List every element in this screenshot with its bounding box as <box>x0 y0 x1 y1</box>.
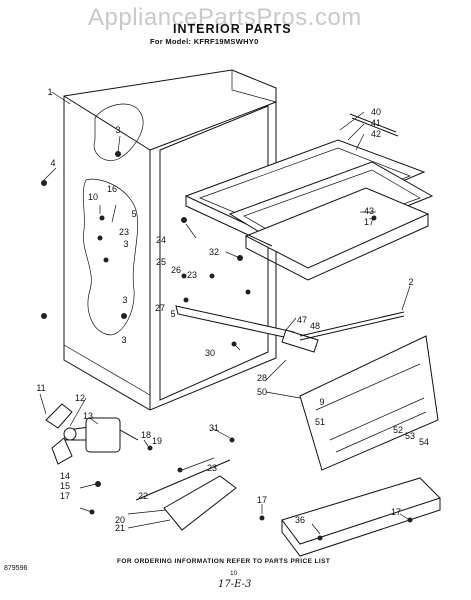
callout-part-1: 1 <box>47 87 53 97</box>
callout-part-19: 19 <box>151 436 163 446</box>
callout-part-11: 11 <box>36 383 46 393</box>
gasket-strip <box>299 311 405 341</box>
callout-part-23b: 23 <box>186 270 198 280</box>
callout-part-17a: 17 <box>363 217 375 227</box>
callout-part-51: 51 <box>314 417 326 427</box>
callout-part-48: 48 <box>309 321 321 331</box>
callout-part-3c: 3 <box>122 295 128 305</box>
callout-part-54: 54 <box>418 437 430 447</box>
diagram-title: INTERIOR PARTS <box>173 22 292 36</box>
callout-part-4: 4 <box>50 158 56 168</box>
fan-assembly <box>45 403 139 465</box>
model-line: For Model: KFRF19MSWHY0 <box>150 37 259 46</box>
callout-part-23a: 23 <box>118 227 130 237</box>
callout-part-10: 10 <box>87 192 99 202</box>
callout-part-31: 31 <box>208 423 220 433</box>
callout-part-13: 13 <box>82 411 94 421</box>
leader-lines <box>39 91 411 535</box>
callout-part-36: 36 <box>294 515 306 525</box>
callout-part-9: 9 <box>319 397 325 407</box>
callout-part-5b: 5 <box>170 309 176 319</box>
callout-part-23c: 23 <box>206 463 218 473</box>
callout-part-3b: 3 <box>123 239 129 249</box>
callout-part-25: 25 <box>155 257 167 267</box>
callout-part-24: 24 <box>155 235 167 245</box>
callout-part-30: 30 <box>204 348 216 358</box>
watermark: AppliancePartsPros.com <box>88 4 362 31</box>
document-number: 879596 <box>4 565 28 572</box>
callout-part-17b: 17 <box>59 491 71 501</box>
callout-part-53: 53 <box>404 431 416 441</box>
callout-part-16: 16 <box>106 184 118 194</box>
callout-part-32: 32 <box>208 247 220 257</box>
callout-part-12: 12 <box>74 393 86 403</box>
callout-part-52: 52 <box>392 425 404 435</box>
drain-trough <box>135 459 237 531</box>
drip-tray <box>281 477 441 557</box>
handwritten-note: 17-E-3 <box>218 579 252 590</box>
callout-part-42: 42 <box>370 129 382 139</box>
screws <box>41 151 413 541</box>
callout-part-18: 18 <box>140 430 152 440</box>
callout-part-14: 14 <box>59 471 71 481</box>
callout-part-26: 26 <box>170 265 182 275</box>
callout-part-22: 22 <box>137 491 149 501</box>
callout-part-15: 15 <box>59 481 71 491</box>
callout-part-21: 21 <box>114 523 126 533</box>
callout-part-41: 41 <box>370 118 382 128</box>
callout-part-28: 28 <box>256 373 268 383</box>
callout-part-17d: 17 <box>390 507 402 517</box>
callout-part-20: 20 <box>114 515 126 525</box>
callout-part-3a: 3 <box>115 125 121 135</box>
callout-part-43: 43 <box>363 206 375 216</box>
drawer-rail <box>175 305 319 353</box>
shelf-frames <box>184 113 434 281</box>
page-number: 10 <box>230 570 238 577</box>
callout-part-40: 40 <box>370 107 382 117</box>
cabinet-liner <box>63 69 277 411</box>
ordering-footer: FOR ORDERING INFORMATION REFER TO PARTS … <box>117 558 331 565</box>
callout-part-2: 2 <box>408 277 414 287</box>
callout-part-27: 27 <box>154 303 166 313</box>
callout-part-3d: 3 <box>121 335 127 345</box>
callout-part-47: 47 <box>296 315 308 325</box>
callout-part-5a: 5 <box>131 209 137 219</box>
callout-part-50: 50 <box>256 387 268 397</box>
rear-panel <box>299 335 439 471</box>
callout-part-17c: 17 <box>256 495 268 505</box>
